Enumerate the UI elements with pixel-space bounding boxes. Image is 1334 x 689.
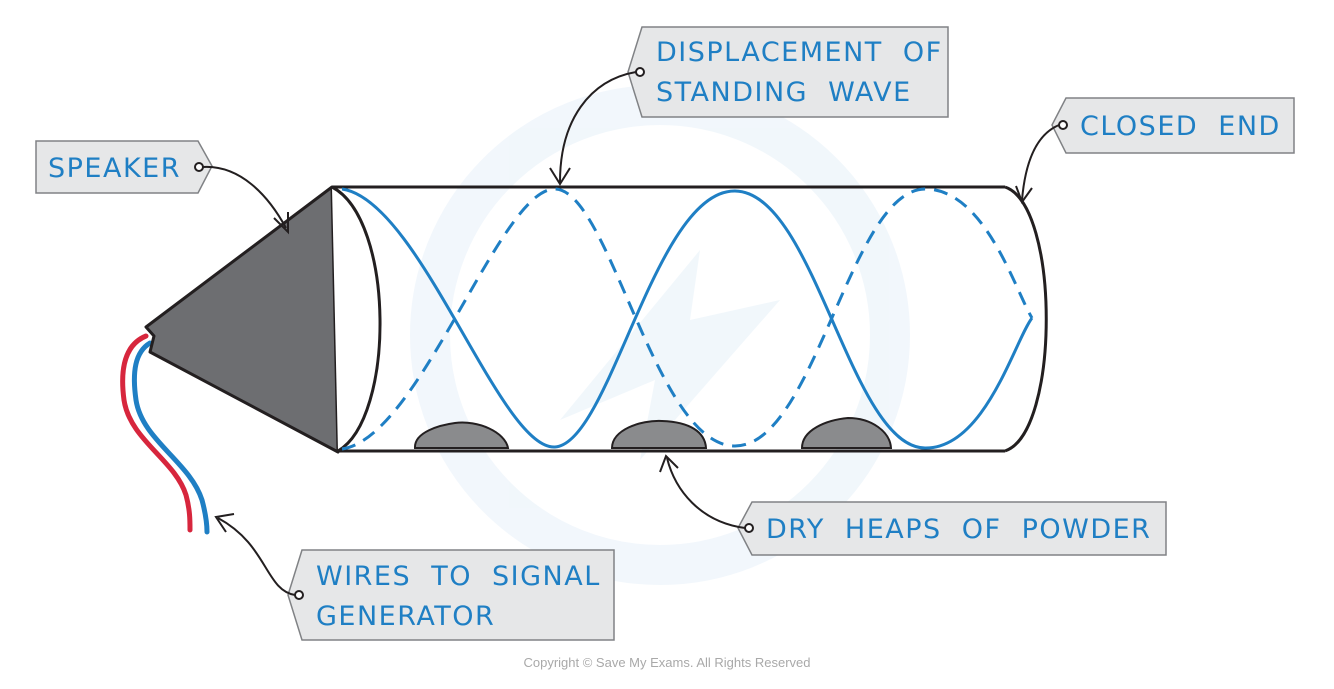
arrow-head [214,513,235,533]
arrow-head [659,454,679,473]
arrow-head [549,167,571,186]
tube [331,185,1048,453]
label-tag-box [627,26,949,118]
powder-heap [413,421,510,449]
displacement-label: DISPLACEMENT OF STANDING WAVE [549,26,949,186]
wires-label-line1: WIRES TO SIGNAL [316,561,601,592]
arrow-head [1015,185,1033,205]
powder-heaps [413,416,893,449]
closed-end-label-text: CLOSED END [1080,111,1281,142]
powder-heap [610,419,708,449]
tube-open-end [331,185,382,453]
speaker-arrow [202,165,287,229]
closed-end-cap [1004,185,1048,453]
powder-heap [800,416,893,449]
copyright-notice: Copyright © Save My Exams. All Rights Re… [523,655,811,670]
label-tag-box [737,501,1167,556]
standing-wave-solid [341,187,1034,450]
label-tag-box [35,140,213,194]
powder-arrow [666,457,746,529]
red-wire [120,333,193,533]
standing-wave-dashed [341,187,1034,451]
arrow-head [273,212,289,235]
powder-label-text: DRY HEAPS OF POWDER [766,514,1151,545]
speaker-cone [144,185,340,454]
label-tag-box [1051,97,1295,154]
wires-arrow [217,517,296,596]
watermark-logo [410,85,910,585]
displacement-label-line1: DISPLACEMENT OF [656,37,943,68]
label-tag-box [287,549,615,641]
speaker-label: SPEAKER [35,140,289,235]
closed-end-label: CLOSED END [1015,97,1295,205]
wires-label: WIRES TO SIGNAL GENERATOR [214,513,615,641]
displacement-label-line2: STANDING WAVE [656,77,912,108]
speaker-label-text: SPEAKER [48,153,181,184]
blue-wire [131,340,210,535]
displacement-arrow [559,71,637,183]
closed-end-arrow [1021,124,1060,201]
wires-label-line2: GENERATOR [316,601,495,632]
powder-label: DRY HEAPS OF POWDER [659,454,1167,556]
